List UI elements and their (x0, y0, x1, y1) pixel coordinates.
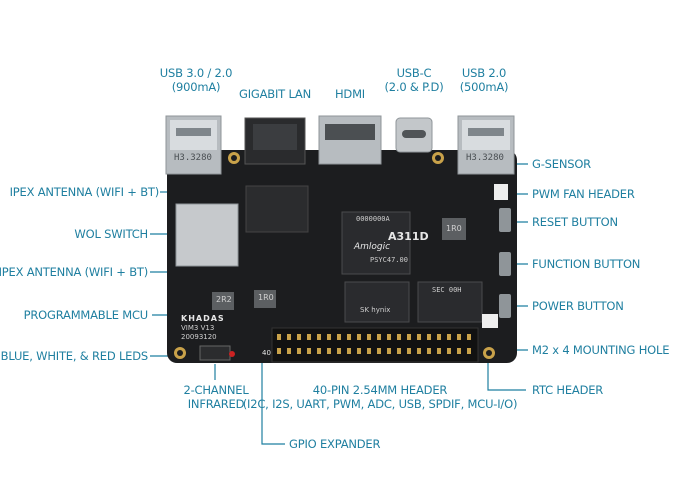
label-hdmi: HDMI (335, 87, 365, 101)
label-usb3-line1: USB 3.0 / 2.0 (159, 66, 233, 80)
label-usb3: USB 3.0 / 2.0 (900mA) (159, 66, 233, 94)
header-pin (447, 348, 451, 354)
header-pin (277, 334, 281, 340)
label-leds: BLUE, WHITE, & RED LEDS (0, 349, 149, 363)
label-wol-switch: WOL SWITCH (74, 227, 148, 241)
label-rtc-header: RTC HEADER (532, 383, 604, 397)
soc-code: PSYC47.00 (370, 256, 408, 264)
header-pin (307, 348, 311, 354)
header-pin (357, 348, 361, 354)
header-pin (437, 348, 441, 354)
header-pin (467, 334, 471, 340)
header-pin (397, 334, 401, 340)
header-pin (347, 334, 351, 340)
label-infrared: 2-CHANNEL INFRARED (183, 383, 248, 411)
label-infrared-line2: INFRARED (187, 397, 245, 411)
header-pin (307, 334, 311, 340)
label-40-pin-line1: 40-PIN 2.54MM HEADER (312, 383, 448, 397)
label-gpio-expander-line1: GPIO EXPANDER (289, 437, 381, 451)
header-pin (367, 348, 371, 354)
board-date: 20093120 (181, 333, 217, 341)
chip-1r0: 1R0 (258, 293, 274, 302)
soc-brand: Amlogic (354, 242, 391, 252)
board-model: VIM3 V13 (181, 324, 215, 332)
header-pin (427, 348, 431, 354)
header-pin (387, 348, 391, 354)
ram-brand: SK hynix (360, 306, 391, 314)
label-usbc-line2: (2.0 & P.D) (384, 80, 444, 94)
header-pin (277, 348, 281, 354)
header-pin (337, 348, 341, 354)
header-pin (377, 334, 381, 340)
header-pin (407, 334, 411, 340)
header-pin (327, 334, 331, 340)
header-pin (297, 334, 301, 340)
pin-header-40 (271, 327, 479, 363)
header-pin (317, 334, 321, 340)
header-pin (327, 348, 331, 354)
label-usb2-line1: USB 2.0 (461, 66, 507, 80)
label-reset-button: RESET BUTTON (532, 215, 618, 229)
label-ipex-antenna-1: IPEX ANTENNA (WIFI + BT) (9, 185, 160, 199)
chip-2r2: 2R2 (216, 295, 232, 304)
soc-model: A311D (388, 230, 429, 243)
label-ipex-antenna-2: IPEX ANTENNA (WIFI + BT) (0, 265, 148, 279)
header-pin (427, 334, 431, 340)
label-40-pin-line2: (I2C, I2S, UART, PWM, ADC, USB, SPDIF, M… (242, 397, 518, 411)
board-logo: KHADAS (181, 314, 225, 323)
pin-40-marker: 40 (262, 349, 271, 357)
label-usb2-line2: (500mA) (459, 80, 509, 94)
label-infrared-line1: 2-CHANNEL (183, 383, 249, 397)
header-pin (407, 348, 411, 354)
label-usbc-line1: USB-C (396, 66, 432, 80)
label-gpio-expander: GPIO EXPANDER (289, 437, 380, 451)
board-usb-right-marking: H3.3280 (466, 153, 504, 163)
label-usb3-line2: (900mA) (171, 80, 221, 94)
label-power-button: POWER BUTTON (532, 299, 624, 313)
label-lan-line1: GIGABIT LAN (239, 87, 311, 101)
header-pin (377, 348, 381, 354)
label-mounting-hole: M2 x 4 MOUNTING HOLE (532, 343, 670, 357)
header-pin (287, 334, 291, 340)
header-pin (317, 348, 321, 354)
label-usbc: USB-C (2.0 & P.D) (385, 66, 444, 94)
label-usb2: USB 2.0 (500mA) (460, 66, 509, 94)
label-function-button: FUNCTION BUTTON (532, 257, 641, 271)
label-hdmi-line1: HDMI (334, 87, 366, 101)
label-40-pin-header: 40-PIN 2.54MM HEADER (I2C, I2S, UART, PW… (242, 383, 518, 411)
header-pin (417, 348, 421, 354)
soc-top-code: 0000000A (356, 215, 390, 223)
emmc-code: SEC 00H (432, 286, 462, 294)
header-pin (387, 334, 391, 340)
chip-1r0b: 1R0 (446, 224, 462, 233)
header-pin (467, 348, 471, 354)
side-buttons (499, 208, 511, 318)
header-pin (397, 348, 401, 354)
header-pin (437, 334, 441, 340)
header-pin (417, 334, 421, 340)
header-pin (337, 334, 341, 340)
header-pin (347, 348, 351, 354)
header-pin (457, 348, 461, 354)
header-pin (447, 334, 451, 340)
header-pin (287, 348, 291, 354)
board-usb-left-marking: H3.3280 (174, 153, 212, 163)
label-programmable-mcu: PROGRAMMABLE MCU (23, 308, 149, 322)
header-pin (357, 334, 361, 340)
header-pin (367, 334, 371, 340)
header-pin (457, 334, 461, 340)
label-pwm-fan-header: PWM FAN HEADER (532, 187, 635, 201)
label-g-sensor: G-SENSOR (532, 157, 591, 171)
label-lan: GIGABIT LAN (239, 87, 311, 101)
header-pin (297, 348, 301, 354)
